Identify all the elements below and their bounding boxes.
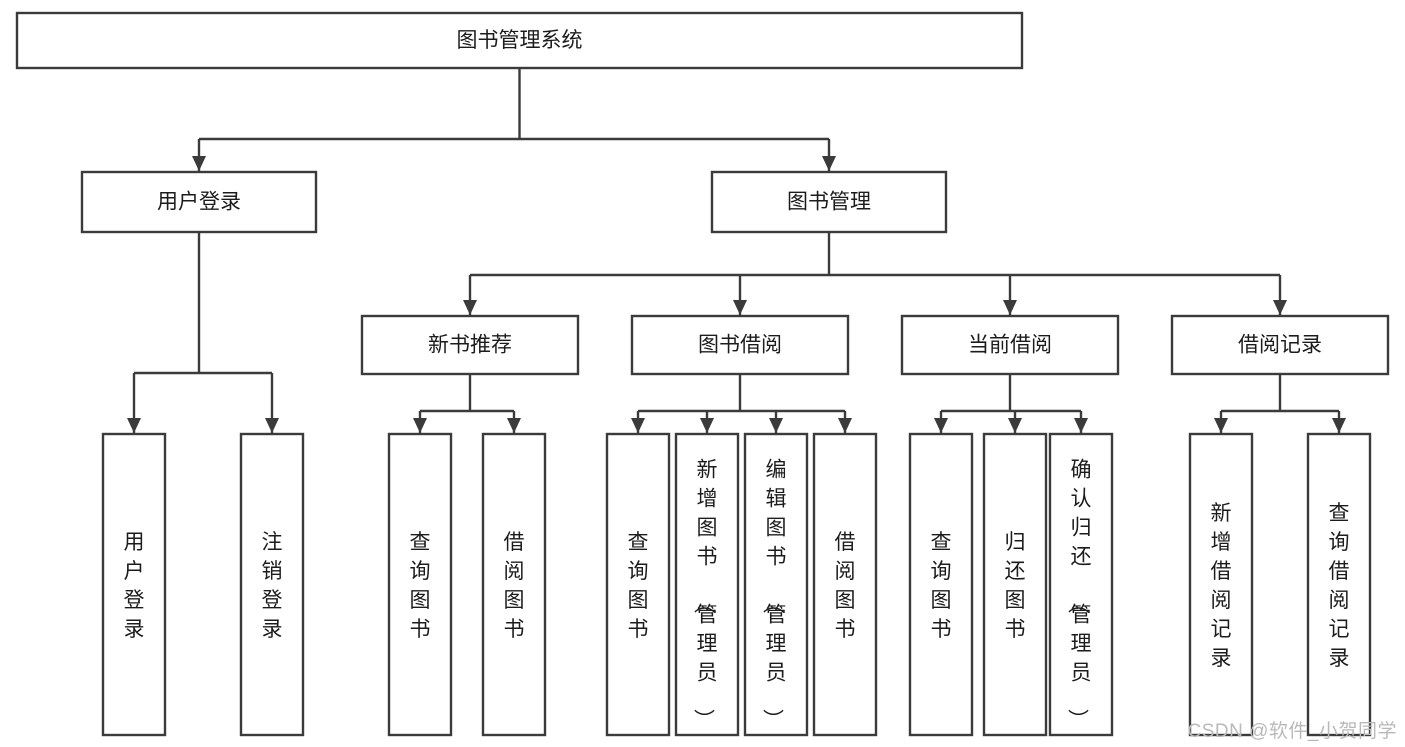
arrow-head-icon [1003,300,1017,315]
node-leaf-新书推荐-借阅图书-label: 借阅图书 [504,531,525,641]
node-leaf-当前借阅-确认归还管理员[interactable]: 确认归还（管理员） [1048,432,1114,737]
arrow-head-icon [1008,418,1022,433]
node-leaf-新书推荐-借阅图书[interactable]: 借阅图书 [481,432,547,737]
node-leaf-当前借阅-查询图书-label: 查询图书 [931,531,952,641]
node-leaf-图书借阅-编辑图书管理员-box [743,432,809,737]
node-root-图书管理系统-label: 图书管理系统 [457,29,583,52]
node-leaf-用户登录-注销登录[interactable]: 注销登录 [239,432,305,737]
node-leaf-图书借阅-查询图书-box [605,432,671,737]
node-l3-图书借阅-box [630,314,850,376]
node-leaf-用户登录-注销登录-label: 注销登录 [262,531,283,641]
arrow-head-icon [769,418,783,433]
node-l3-新书推荐-label: 新书推荐 [428,334,512,357]
node-leaf-借阅记录-查询借阅记录[interactable]: 查询借阅记录 [1306,432,1372,737]
node-l3-借阅记录[interactable]: 借阅记录 [1170,314,1390,376]
nodes-layer: 图书管理系统用户登录图书管理新书推荐图书借阅当前借阅借阅记录用户登录注销登录查询… [15,11,1390,737]
node-leaf-当前借阅-归还图书-box [982,432,1048,737]
arrow-head-icon [631,418,645,433]
node-l2-用户登录-box [80,170,318,234]
arrow-head-icon [1214,418,1228,433]
arrow-head-icon [700,418,714,433]
node-l3-图书借阅-label: 图书借阅 [698,334,782,357]
arrow-head-icon [413,418,427,433]
node-leaf-借阅记录-新增借阅记录-box [1188,432,1254,737]
node-l2-用户登录[interactable]: 用户登录 [80,170,318,234]
connectors-layer [127,68,1346,433]
node-leaf-当前借阅-归还图书[interactable]: 归还图书 [982,432,1048,737]
node-leaf-图书借阅-编辑图书管理员-label: 编辑图书（管理员） [761,459,787,730]
node-leaf-新书推荐-借阅图书-box [481,432,547,737]
node-l3-当前借阅-label: 当前借阅 [968,334,1052,357]
node-l2-图书管理-box [710,170,948,234]
node-leaf-新书推荐-查询图书-label: 查询图书 [410,531,431,641]
node-l2-用户登录-label: 用户登录 [157,191,241,214]
node-leaf-借阅记录-查询借阅记录-label: 查询借阅记录 [1329,502,1350,670]
node-leaf-当前借阅-查询图书[interactable]: 查询图书 [908,432,974,737]
node-leaf-借阅记录-查询借阅记录-box [1306,432,1372,737]
node-l3-图书借阅[interactable]: 图书借阅 [630,314,850,376]
node-l2-图书管理-label: 图书管理 [787,191,871,214]
arrow-head-icon [838,418,852,433]
node-leaf-图书借阅-查询图书-label: 查询图书 [628,531,649,641]
node-leaf-图书借阅-新增图书管理员-box [674,432,740,737]
arrow-head-icon [733,300,747,315]
node-l3-新书推荐[interactable]: 新书推荐 [360,314,580,376]
node-leaf-借阅记录-新增借阅记录[interactable]: 新增借阅记录 [1188,432,1254,737]
csdn-watermark: CSDN @软件_小贺同学 [1187,721,1397,742]
node-l2-图书管理[interactable]: 图书管理 [710,170,948,234]
node-leaf-图书借阅-查询图书[interactable]: 查询图书 [605,432,671,737]
node-leaf-图书借阅-新增图书管理员[interactable]: 新增图书（管理员） [674,432,740,737]
node-leaf-图书借阅-借阅图书-label: 借阅图书 [835,531,856,641]
node-leaf-当前借阅-确认归还管理员-label: 确认归还（管理员） [1066,459,1092,730]
node-leaf-当前借阅-归还图书-label: 归还图书 [1005,531,1026,641]
node-root-图书管理系统-box [15,11,1024,70]
node-leaf-当前借阅-确认归还管理员-box [1048,432,1114,737]
node-leaf-图书借阅-编辑图书管理员[interactable]: 编辑图书（管理员） [743,432,809,737]
node-leaf-用户登录-注销登录-box [239,432,305,737]
arrow-head-icon [192,156,206,171]
node-leaf-新书推荐-查询图书-box [387,432,453,737]
arrow-head-icon [1074,418,1088,433]
node-leaf-图书借阅-借阅图书-box [812,432,878,737]
node-l3-新书推荐-box [360,314,580,376]
node-leaf-用户登录-用户登录[interactable]: 用户登录 [101,432,167,737]
arrow-head-icon [822,156,836,171]
arrow-head-icon [934,418,948,433]
node-leaf-新书推荐-查询图书[interactable]: 查询图书 [387,432,453,737]
node-leaf-当前借阅-查询图书-box [908,432,974,737]
node-leaf-借阅记录-新增借阅记录-label: 新增借阅记录 [1211,502,1232,670]
node-root-图书管理系统[interactable]: 图书管理系统 [15,11,1024,70]
node-l3-当前借阅-box [900,314,1120,376]
node-leaf-图书借阅-新增图书管理员-label: 新增图书（管理员） [692,459,718,730]
arrow-head-icon [127,418,141,433]
arrow-head-icon [507,418,521,433]
arrow-head-icon [265,418,279,433]
node-l3-借阅记录-box [1170,314,1390,376]
arrow-head-icon [463,300,477,315]
arrow-head-icon [1273,300,1287,315]
node-leaf-用户登录-用户登录-box [101,432,167,737]
node-l3-当前借阅[interactable]: 当前借阅 [900,314,1120,376]
arrow-head-icon [1332,418,1346,433]
node-l3-借阅记录-label: 借阅记录 [1238,334,1322,357]
node-leaf-图书借阅-借阅图书[interactable]: 借阅图书 [812,432,878,737]
node-leaf-用户登录-用户登录-label: 用户登录 [124,531,145,641]
